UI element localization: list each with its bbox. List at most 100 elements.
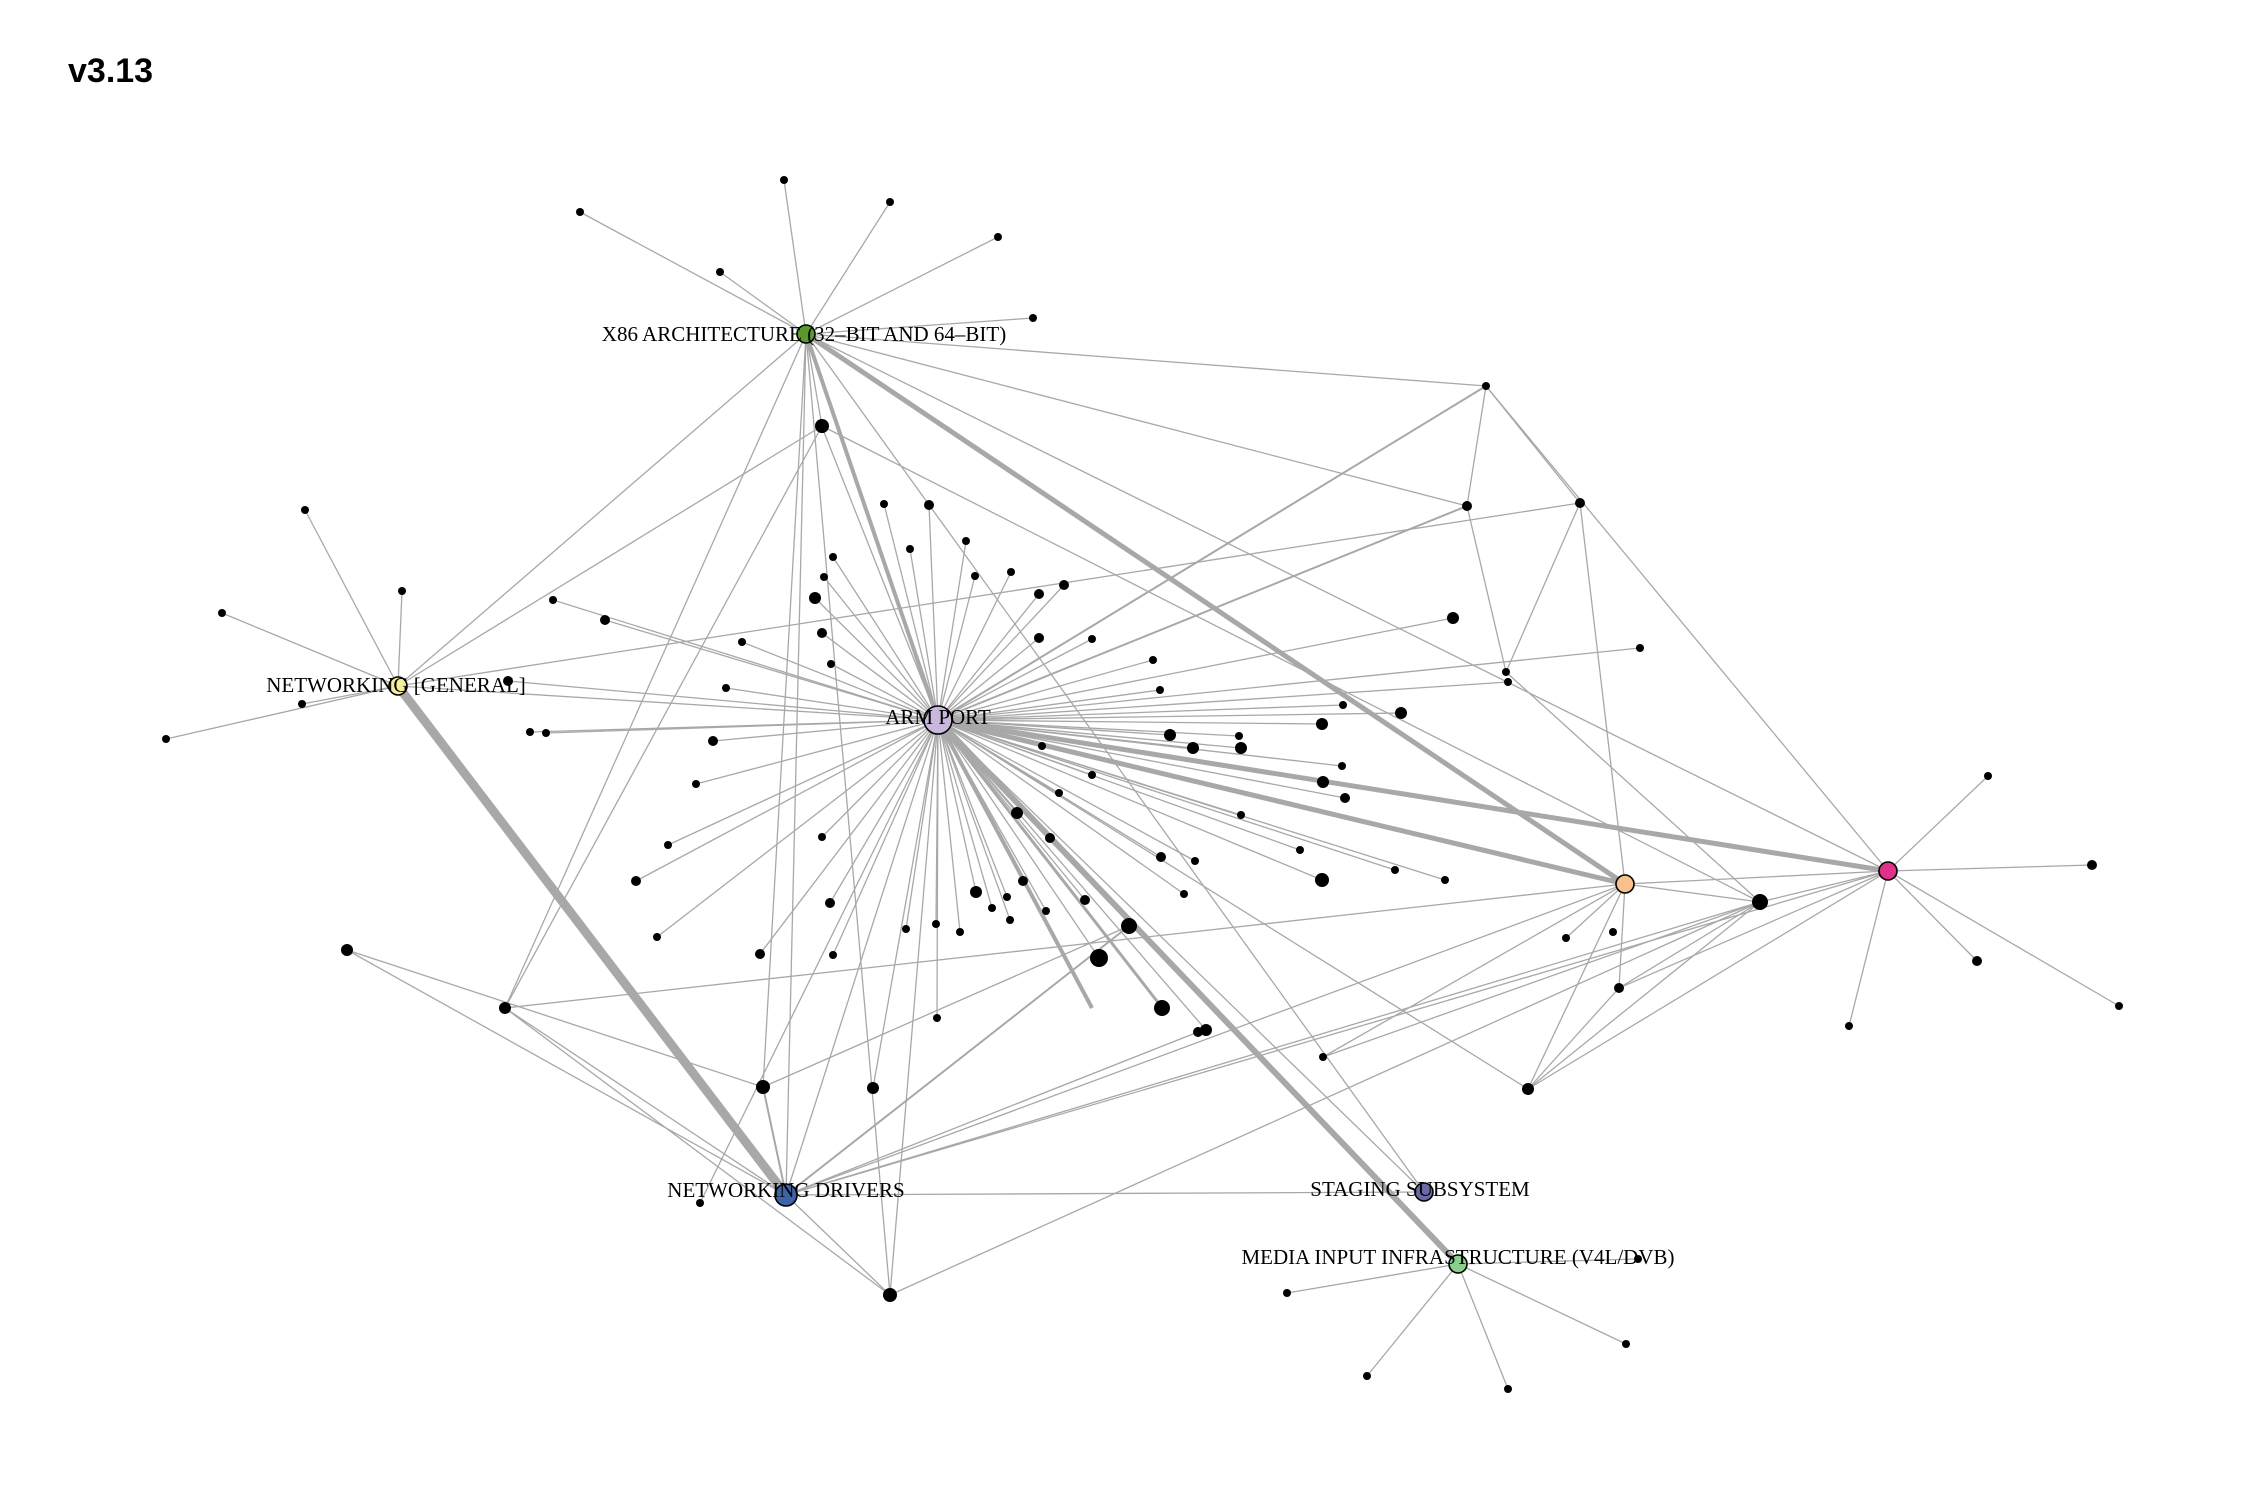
- edge-arm: [937, 712, 1402, 721]
- node-small: [1055, 789, 1063, 797]
- node-small: [1045, 833, 1055, 843]
- edge-arm: [937, 719, 1323, 881]
- node-small: [1502, 668, 1510, 676]
- edge-heavy: [935, 717, 1461, 1267]
- node-small: [1034, 589, 1044, 599]
- edge: [762, 333, 807, 1088]
- edge-arm: [695, 719, 939, 785]
- edge-mg: [1887, 775, 1989, 872]
- edge-heavy: [937, 717, 1889, 874]
- node-small: [1340, 793, 1350, 803]
- node-small: [1080, 895, 1090, 905]
- edge-cross: [785, 719, 939, 1196]
- edge-arm: [656, 719, 939, 938]
- edge: [1322, 883, 1626, 1058]
- edge: [397, 425, 823, 687]
- edge-arm: [507, 680, 939, 721]
- node-small: [1187, 742, 1199, 754]
- edge-arm: [937, 719, 1343, 767]
- edge-arm: [635, 719, 939, 882]
- edge: [937, 647, 1641, 721]
- edge: [1579, 502, 1626, 885]
- edge: [1565, 883, 1626, 939]
- edge-heavy: [936, 719, 1094, 1009]
- edge: [785, 925, 1130, 1196]
- node-small: [867, 1082, 879, 1094]
- magenta-node: [1878, 861, 1898, 881]
- edge-heavy: [937, 717, 1626, 887]
- edge-arm: [830, 663, 939, 721]
- edge-cross: [1624, 870, 1889, 885]
- node-small: [1395, 707, 1407, 719]
- node-small: [1283, 1289, 1291, 1297]
- node-small: [880, 500, 888, 508]
- edge-arm: [905, 719, 939, 930]
- edge-arm: [552, 599, 939, 721]
- node-small: [902, 925, 910, 933]
- node-small: [970, 886, 982, 898]
- node-small: [2115, 1002, 2123, 1010]
- edge: [504, 425, 823, 1009]
- label-x86-architecture: X86 ARCHITECTURE (32–BIT AND 64–BIT): [602, 322, 1006, 346]
- graph-title: v3.13: [68, 52, 154, 90]
- node-small: [756, 1080, 770, 1094]
- node-small: [1575, 498, 1585, 508]
- edge-arm: [937, 571, 1012, 721]
- node-small: [1059, 580, 1069, 590]
- edge-cross: [785, 870, 1889, 1196]
- edge: [805, 333, 1487, 387]
- node-small: [780, 176, 788, 184]
- node-small: [716, 268, 724, 276]
- x86-architecture-node: [796, 324, 816, 344]
- edge: [1527, 883, 1626, 1090]
- edge-arm: [937, 719, 961, 933]
- edge-heavy: [936, 719, 1162, 1006]
- edge-cross: [805, 333, 1425, 1193]
- node-small: [298, 700, 306, 708]
- node-small: [1121, 918, 1137, 934]
- node-small: [1006, 916, 1014, 924]
- edge-cross: [937, 719, 1425, 1193]
- node-small: [1504, 1385, 1512, 1393]
- node-small: [1447, 612, 1459, 624]
- networking-general-node: [388, 676, 408, 696]
- node-small: [600, 615, 610, 625]
- node-small: [499, 1002, 511, 1014]
- edge-arm: [937, 584, 1065, 721]
- edge-arm: [821, 719, 939, 838]
- node-small: [956, 928, 964, 936]
- node-small: [722, 684, 730, 692]
- node-small: [301, 506, 309, 514]
- edge: [1466, 385, 1487, 507]
- node-small: [1339, 701, 1347, 709]
- node-small: [2087, 860, 2097, 870]
- node-small: [933, 1014, 941, 1022]
- node-small: [549, 596, 557, 604]
- edge: [1505, 671, 1761, 903]
- node-small: [1156, 852, 1166, 862]
- edge-arm: [725, 687, 939, 721]
- edge: [346, 949, 787, 1196]
- node-small: [1752, 894, 1768, 910]
- node-small: [906, 545, 914, 553]
- labels: ARM PORT X86 ARCHITECTURE (32–BIT AND 64…: [266, 322, 1674, 1269]
- node-small: [1391, 866, 1399, 874]
- media-input-node: [1448, 1254, 1468, 1274]
- label-networking-general: NETWORKING [GENERAL]: [266, 673, 526, 697]
- edge-arm: [936, 719, 939, 1019]
- edge-arm: [937, 637, 1040, 721]
- edge: [1485, 385, 1581, 504]
- edge-arm: [937, 681, 1509, 721]
- node-small: [1319, 1053, 1327, 1061]
- node-small: [962, 537, 970, 545]
- edge-ng: [165, 685, 399, 740]
- node-small: [1504, 678, 1512, 686]
- edge-x86: [719, 271, 807, 335]
- edge-heavy: [394, 683, 790, 1198]
- edge-cross: [785, 1191, 1425, 1196]
- node-small: [1156, 686, 1164, 694]
- edge-arm: [832, 719, 939, 956]
- edge: [805, 333, 1468, 507]
- node-small: [1149, 656, 1157, 664]
